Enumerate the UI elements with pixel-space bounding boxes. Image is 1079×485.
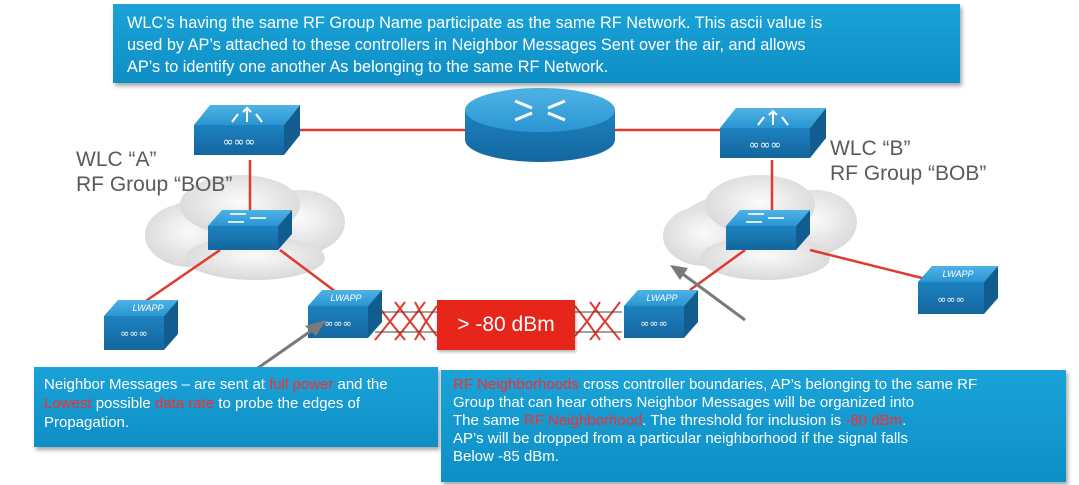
- arrow-icon-right: [670, 265, 746, 322]
- controller-icon-b: ∞∞∞: [720, 108, 826, 158]
- switch-icon-left: [208, 210, 292, 250]
- rf-neighborhoods-line-4: AP’s will be dropped from a particular n…: [453, 430, 908, 447]
- neighbor-messages-line-2: Lowest possible data rate to probe the e…: [44, 394, 428, 413]
- text-segment: The same: [453, 412, 524, 429]
- access-point-icon-4: ∞∞∞: [918, 266, 998, 314]
- rf-group-callout-line-2: used by AP’s attached to these controlle…: [127, 36, 806, 54]
- rf-group-callout-line-3: AP’s to identify one another As belongin…: [127, 58, 609, 76]
- signal-strength-box: > -80 dBm: [437, 300, 575, 350]
- controller-icon-a: ∞∞∞: [194, 105, 300, 155]
- svg-text:∞∞∞: ∞∞∞: [324, 317, 352, 330]
- text-segment: . The threshold for inclusion is: [642, 412, 846, 429]
- highlight-full-power: full power: [269, 376, 334, 393]
- svg-text:∞∞∞: ∞∞∞: [640, 317, 668, 330]
- neighbor-messages-line-1: Neighbor Messages – are sent at full pow…: [44, 375, 428, 394]
- text-segment: and the: [333, 376, 388, 393]
- svg-text:∞∞∞: ∞∞∞: [937, 293, 965, 306]
- svg-text:∞∞∞: ∞∞∞: [749, 138, 782, 153]
- rf-group-callout: WLC’s having the same RF Group Name part…: [113, 4, 960, 83]
- wlc-a-label: WLC “A” RF Group “BOB”: [76, 147, 232, 197]
- wlc-b-label: WLC “B” RF Group “BOB”: [830, 136, 986, 186]
- text-segment: Neighbor Messages – are sent at: [44, 376, 270, 393]
- rf-neighborhoods-line-2: Group that can hear others Neighbor Mess…: [453, 394, 915, 411]
- wlc-b-name: WLC “B”: [830, 137, 911, 160]
- network-links: [139, 128, 931, 307]
- neighbor-messages-callout: Neighbor Messages – are sent at full pow…: [34, 367, 438, 447]
- wireless-signal-left: [374, 301, 438, 341]
- ap-label-4: LWAPP: [942, 269, 973, 279]
- text-segment: .: [902, 412, 907, 429]
- rf-group-callout-line-1: WLC’s having the same RF Group Name part…: [127, 14, 823, 32]
- highlight-rf-neighborhood: RF Neighborhood: [523, 412, 643, 429]
- ap-label-3: LWAPP: [646, 293, 677, 303]
- arrow-icon-left: [254, 320, 326, 372]
- highlight-rf-neighborhoods: RF Neighborhoods: [453, 376, 579, 393]
- highlight-data-rate: data rate: [154, 395, 215, 412]
- rf-neighborhoods-line-3: The same RF Neighborhood. The threshold …: [453, 412, 1054, 430]
- text-segment: possible: [91, 395, 155, 412]
- wlc-a-name: WLC “A”: [76, 148, 157, 171]
- rf-neighborhoods-line-5: Below -85 dBm.: [453, 448, 559, 465]
- rf-neighborhoods-line-1: RF Neighborhoods cross controller bounda…: [453, 376, 1054, 394]
- wlc-b-group: RF Group “BOB”: [830, 162, 987, 185]
- text-segment: cross controller boundaries, AP’s belong…: [578, 376, 978, 393]
- ap-label-2: LWAPP: [330, 293, 361, 303]
- highlight-lowest: Lowest: [44, 395, 92, 412]
- text-segment: to probe the edges of: [214, 395, 361, 412]
- wlc-a-group: RF Group “BOB”: [76, 173, 233, 196]
- wireless-signal-right: [574, 301, 622, 341]
- ap-label-1: LWAPP: [132, 303, 163, 313]
- svg-text:∞∞∞: ∞∞∞: [223, 135, 256, 150]
- signal-strength-label: > -80 dBm: [457, 313, 555, 336]
- svg-text:∞∞∞: ∞∞∞: [120, 327, 148, 340]
- highlight-threshold: -80 dBm: [845, 412, 903, 429]
- access-point-icon-1: ∞∞∞: [104, 300, 178, 350]
- router-icon: [465, 88, 615, 162]
- access-point-icon-3: ∞∞∞: [624, 290, 698, 338]
- switch-icon-right: [726, 210, 810, 250]
- rf-neighborhoods-callout: RF Neighborhoods cross controller bounda…: [441, 370, 1066, 482]
- neighbor-messages-line-3: Propagation.: [44, 414, 130, 431]
